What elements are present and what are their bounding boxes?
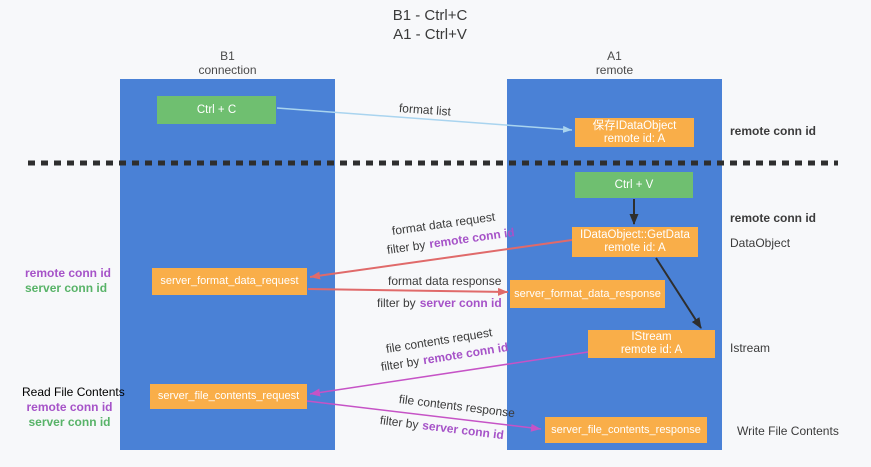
lane-b1-subtitle: connection (198, 63, 257, 77)
arrow-file-contents-request (309, 351, 589, 397)
box-idataobject-getdata: IDataObject::GetData remote id: A (572, 227, 698, 257)
box-getdata-line2: remote id: A (604, 242, 666, 254)
box-ctrl-v: Ctrl + V (575, 172, 693, 198)
box-istream-line2: remote id: A (620, 344, 683, 356)
arrow-format-data-request (309, 239, 573, 280)
box-server-file-contents-response: server_file_contents_response (545, 417, 707, 443)
left-remote-conn-id: remote conn id (25, 266, 112, 280)
write-file-contents-label: Write File Contents (737, 424, 839, 438)
lane-a1-title: A1 (607, 49, 622, 63)
box-server-file-contents-request: server_file_contents_request (150, 384, 307, 409)
box-ctrl-c: Ctrl + C (157, 96, 276, 124)
box-file-request-label: server_file_contents_request (157, 390, 300, 402)
read-server-conn-id: server conn id (28, 415, 111, 429)
arrow-file-contents-response (306, 400, 542, 432)
arrow-format-data-response (307, 287, 509, 296)
diagram-title: B1 - Ctrl+C A1 - Ctrl+V (0, 6, 860, 44)
read-remote-conn-id: remote conn id (26, 400, 113, 414)
filter-server-conn-id: server conn id (419, 296, 502, 310)
title-line-2: A1 - Ctrl+V (393, 26, 467, 43)
left-server-conn-id: server conn id (25, 281, 108, 295)
box-ctrl-v-label: Ctrl + V (614, 178, 654, 191)
box-getdata-line1: IDataObject::GetData (580, 229, 690, 241)
right-remote-conn-id-mid: remote conn id (730, 211, 817, 225)
box-format-response-label: server_format_data_response (514, 287, 661, 300)
arrow-getdata-to-istream (655, 257, 702, 329)
left-conn-ids: remote conn id server conn id (25, 266, 112, 296)
label-format-data-response: format data response (388, 274, 502, 288)
read-file-contents-block: Read File Contents remote conn id server… (22, 385, 125, 430)
title-line-1: B1 - Ctrl+C (392, 7, 468, 24)
read-file-contents-label: Read File Contents (22, 385, 125, 399)
box-save-idataobject-line1: 保存IDataObject (592, 119, 677, 132)
arrow-format-list (276, 107, 573, 133)
filter-prefix: filter by (377, 296, 416, 310)
box-server-format-data-request: server_format_data_request (152, 268, 307, 295)
dataobject-label: DataObject (730, 236, 791, 250)
box-save-idataobject-line2: remote id: A (603, 132, 666, 145)
lane-header-b1: B1 connection (120, 49, 335, 77)
box-save-idataobject: 保存IDataObject remote id: A (575, 118, 694, 147)
lane-b1-title: B1 (220, 49, 235, 63)
box-istream-line1: IStream (631, 331, 672, 343)
lane-header-a1: A1 remote (507, 49, 722, 77)
box-file-response-label: server_file_contents_response (551, 423, 701, 436)
box-format-request-label: server_format_data_request (160, 275, 299, 287)
lane-a1-subtitle: remote (595, 63, 634, 77)
right-remote-conn-id-top: remote conn id (730, 124, 817, 138)
istream-label: Istream (730, 341, 771, 355)
box-server-format-data-response: server_format_data_response (510, 280, 665, 308)
box-ctrl-c-label: Ctrl + C (196, 103, 237, 116)
box-istream: IStream remote id: A (588, 330, 715, 358)
